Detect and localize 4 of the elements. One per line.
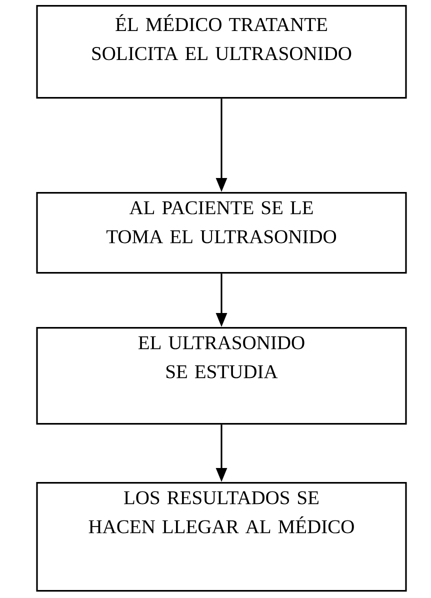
process-box: LOS RESULTADOS SE HACEN LLEGAR AL MÉDICO (36, 482, 407, 592)
process-box: EL ULTRASONIDO SE ESTUDIA (36, 327, 407, 425)
process-box: AL PACIENTE SE LE TOMA EL ULTRASONIDO (36, 192, 407, 274)
process-box: ÉL MÉDICO TRATANTE SOLICITA EL ULTRASONIDO (36, 5, 407, 99)
